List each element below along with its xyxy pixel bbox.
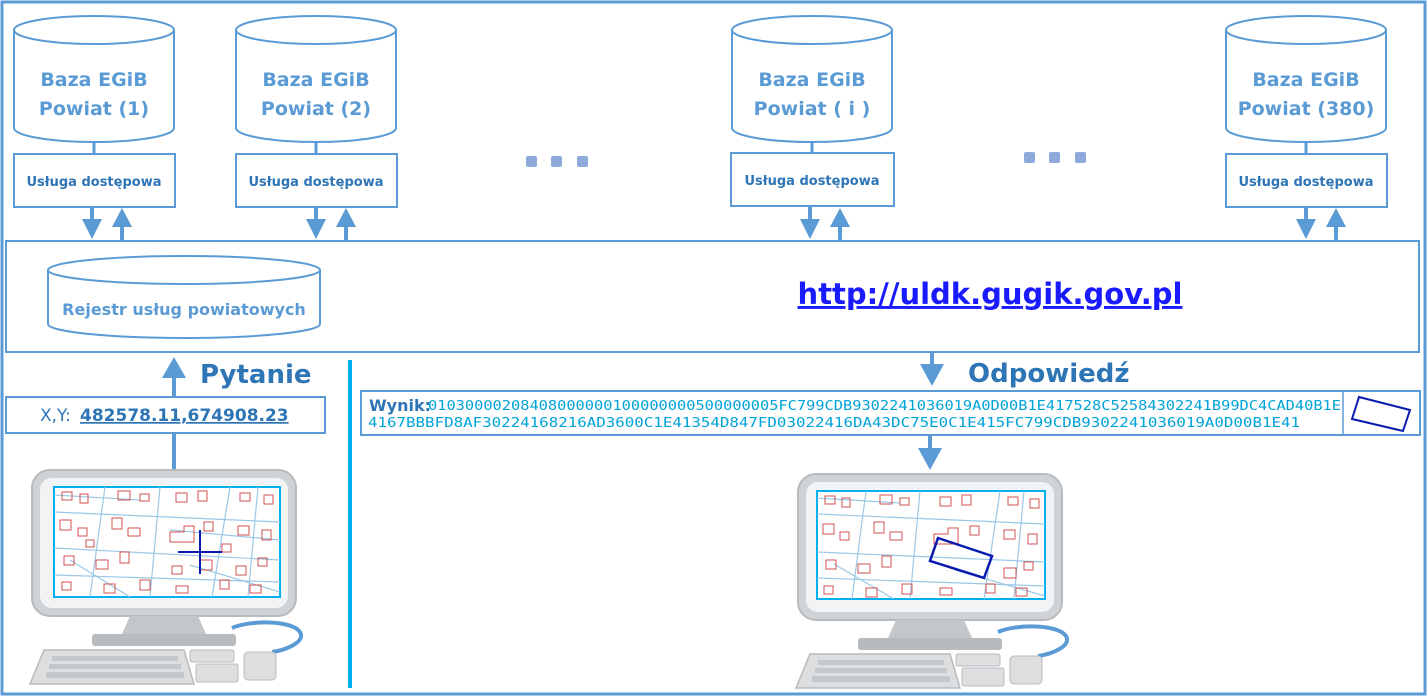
result-wkb-line-1: 01030000208408000000100000000500000005FC… (428, 399, 1341, 414)
database-county: Powiat (1) (39, 98, 149, 120)
registry-label: Rejestr usług powiatowych (62, 300, 306, 319)
database-powiat-1: Baza EGiB Powiat (1) (13, 15, 175, 143)
answer-arrow-top (920, 352, 944, 386)
query-point-marker (178, 530, 222, 574)
database-powiat-i: Baza EGiB Powiat ( i ) (731, 15, 893, 143)
answer-arrow-bottom (918, 436, 942, 470)
result-wkb-line-2: 4167BBBFD8AF30224168216AD3600C1E41354D84… (368, 416, 1300, 431)
database-name: Baza EGiB (40, 69, 147, 91)
database-name: Baza EGiB (262, 69, 369, 91)
client-computer-query (28, 469, 304, 685)
access-service-1: Usługa dostępowa (13, 153, 176, 208)
database-county: Powiat (2) (261, 98, 371, 120)
query-coordinates-box: X,Y: 482578.11,674908.23 (5, 396, 326, 434)
answer-title: Odpowiedź (968, 359, 1130, 389)
bidirectional-arrows (82, 207, 1346, 240)
coordinates-value: 482578.11,674908.23 (80, 406, 289, 426)
service-label: Usługa dostępowa (26, 175, 161, 190)
service-label: Usługa dostępowa (744, 174, 879, 189)
database-powiat-2: Baza EGiB Powiat (2) (235, 15, 397, 143)
query-title: Pytanie (200, 360, 312, 390)
found-parcel-outline (928, 536, 994, 580)
service-label: Usługa dostępowa (248, 175, 383, 190)
cadastral-map (817, 491, 1045, 599)
access-service-2: Usługa dostępowa (235, 153, 398, 208)
access-service-380: Usługa dostępowa (1225, 153, 1388, 208)
ellipsis-dots-right (1024, 152, 1086, 163)
database-county: Powiat (380) (1238, 98, 1375, 120)
answer-result-box: Wynik: 010300002084080000001000000005000… (360, 390, 1421, 436)
database-name: Baza EGiB (758, 69, 865, 91)
access-service-i: Usługa dostępowa (730, 152, 895, 207)
service-label: Usługa dostępowa (1238, 175, 1373, 190)
map-screen (816, 490, 1046, 600)
parcel-shape-icon (1350, 395, 1412, 433)
county-services-registry: Rejestr usług powiatowych (47, 255, 321, 339)
database-county: Powiat ( i ) (754, 98, 871, 120)
uldk-url-link[interactable]: http://uldk.gugik.gov.pl (798, 277, 1183, 311)
ellipsis-dots-left (526, 156, 588, 167)
database-name: Baza EGiB (1252, 69, 1359, 91)
cadastral-map (54, 487, 280, 597)
coordinates-prefix: X,Y: (40, 406, 71, 426)
database-powiat-380: Baza EGiB Powiat (380) (1225, 15, 1387, 143)
client-computer-answer (794, 473, 1070, 689)
result-label: Wynik: (369, 396, 431, 415)
